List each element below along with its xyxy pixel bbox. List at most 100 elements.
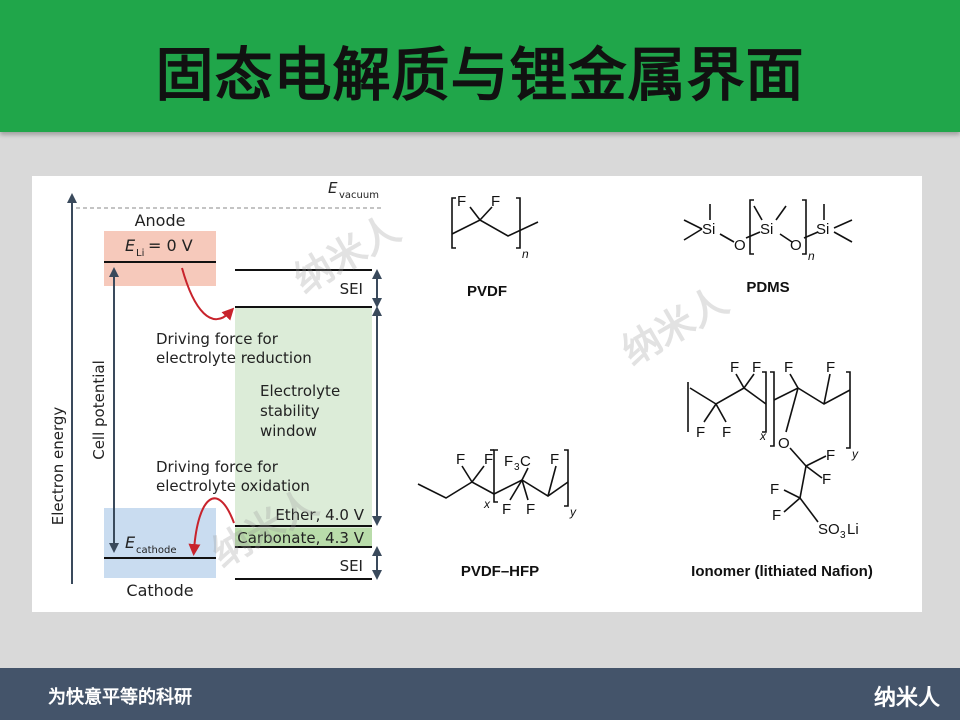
- pvdf-hfp-atom-f6: F: [526, 501, 535, 518]
- vacuum-level-symbol: E: [328, 179, 338, 197]
- pdms-bond-8: [779, 233, 793, 243]
- pvdf-bond-f1: [469, 206, 481, 221]
- nafion-structure: [687, 371, 851, 523]
- anode-energy-subscript: Li: [136, 248, 144, 259]
- pvdf-hfp-atom-c: C: [520, 453, 531, 470]
- nafion-caption: Ionomer (lithiated Nafion): [691, 563, 873, 580]
- stability-window-box: [235, 307, 372, 547]
- pvdf-caption: PVDF: [467, 283, 507, 300]
- pvdf-bond-f2: [479, 206, 493, 221]
- pdms-subscript: n: [808, 249, 815, 263]
- pdms-bond-6: [753, 205, 763, 221]
- oxidation-line-1: Driving force for: [156, 458, 279, 476]
- reduction-line-2: electrolyte reduction: [156, 349, 312, 367]
- pvdf-hfp-bracket-mid-left: [493, 449, 498, 503]
- pdms-atom-si3: Si: [816, 221, 829, 238]
- nafion-subscript-x: x: [759, 429, 767, 443]
- nafion-atom-f2: F: [722, 424, 731, 441]
- energy-diagram: E vacuum Electron energy Anode E Li = 0 …: [49, 179, 382, 600]
- ether-label: Ether, 4.0 V: [275, 506, 364, 524]
- reduction-arrow: [181, 267, 235, 321]
- nafion-bond-o: [785, 387, 799, 433]
- pdms-caption: PDMS: [746, 279, 789, 296]
- oxidation-line-2: electrolyte oxidation: [156, 477, 310, 495]
- title-bar: 固态电解质与锂金属界面: [0, 0, 960, 132]
- window-line-1: Electrolyte: [260, 382, 340, 400]
- pdms-structure: [683, 199, 853, 255]
- window-line-3: window: [260, 422, 317, 440]
- nafion-atom-so: SO: [818, 521, 840, 538]
- nafion-bond-c-f1: [805, 455, 827, 467]
- footer-brand-logo: 纳米人: [873, 686, 940, 711]
- pvdf-atom-f2: F: [491, 193, 500, 210]
- pdms-bond-2: [683, 228, 703, 241]
- pvdf-structure: [451, 197, 539, 249]
- anode-energy-symbol: E: [125, 236, 136, 255]
- pdms-bond-4: [719, 233, 735, 243]
- nafion-bond-c2-f1: [783, 489, 801, 499]
- nafion-bond-c2-s: [799, 497, 819, 523]
- pvdf-hfp-structure: [417, 449, 569, 507]
- vacuum-level-subscript: vacuum: [339, 190, 379, 201]
- pvdf-atom-f1: F: [457, 193, 466, 210]
- cathode-label: Cathode: [126, 581, 193, 600]
- pdms-atom-o2: O: [790, 237, 802, 254]
- pvdf-hfp-atom-f5: F: [502, 501, 511, 518]
- pvdf-hfp-subscript-y: y: [569, 505, 577, 519]
- nafion-bond-o-c: [789, 447, 807, 467]
- pdms-atom-si2: Si: [760, 221, 773, 238]
- pdms-bond-11: [833, 219, 853, 229]
- footer-slogan: 为快意平等的科研: [48, 687, 192, 708]
- nafion-bond-f-ml: [789, 373, 799, 389]
- carbonate-label: Carbonate, 4.3 V: [237, 529, 364, 547]
- nafion-atom-f6: F: [826, 359, 835, 376]
- pvdf-chain: [451, 219, 539, 237]
- nafion-atom-f7: F: [826, 447, 835, 464]
- pvdf-hfp-bracket-right: [564, 449, 569, 507]
- nafion-atom-f10: F: [772, 507, 781, 524]
- carbonate-box: [235, 528, 372, 547]
- pvdf-bracket-right: [516, 197, 521, 249]
- pvdf-hfp-bond-f5: [521, 479, 529, 501]
- anode-label: Anode: [135, 211, 186, 230]
- cathode-box: [104, 508, 216, 578]
- anode-box: [104, 231, 216, 286]
- pvdf-hfp-bond-f2: [471, 465, 485, 483]
- nafion-bond-f-br: [715, 403, 727, 423]
- pdms-bond-12: [833, 231, 853, 243]
- oxidation-arrow: [188, 497, 235, 556]
- pdms-bond-7: [775, 205, 787, 221]
- nafion-bracket-r: [846, 371, 851, 449]
- nafion-bond-c-c: [799, 465, 807, 499]
- nafion-atom-f9: F: [770, 481, 779, 498]
- nafion-bond-f-tr: [743, 373, 755, 389]
- pvdf-hfp-atom-sub3: 3: [514, 462, 520, 473]
- pdms-bracket-right: [802, 199, 807, 255]
- nafion-bond-f-bl: [703, 403, 717, 423]
- reduction-line-1: Driving force for: [156, 330, 279, 348]
- footer-bar: 为快意平等的科研 纳米人: [0, 668, 960, 720]
- pvdf-hfp-atom-f4: F: [550, 451, 559, 468]
- nafion-atom-f4: F: [752, 359, 761, 376]
- pdms-bond-1: [683, 219, 703, 230]
- nafion-bond-f-mr: [823, 373, 831, 405]
- nafion-bond-f-tl: [735, 373, 745, 389]
- nafion-subscript-y: y: [851, 447, 859, 461]
- cathode-energy-symbol: E: [125, 533, 136, 552]
- figure-svg: E vacuum Electron energy Anode E Li = 0 …: [49, 179, 873, 600]
- window-line-2: stability: [260, 402, 320, 420]
- pvdf-hfp-bond-f3: [547, 465, 557, 497]
- pvdf-hfp-atom-f3c: F: [504, 453, 513, 470]
- pvdf-hfp-subscript-x: x: [483, 497, 491, 511]
- pdms-bond-5: [745, 231, 761, 239]
- nafion-chain-right: [773, 387, 851, 405]
- pvdf-hfp-atom-f1: F: [456, 451, 465, 468]
- pvdf-hfp-chain-right: [493, 479, 569, 497]
- watermark-2: 纳米人: [615, 279, 736, 374]
- nafion-bond-c-f2: [805, 465, 823, 479]
- pdms-atom-o1: O: [734, 237, 746, 254]
- figure-panel: E vacuum Electron energy Anode E Li = 0 …: [32, 176, 922, 612]
- cell-potential-label: Cell potential: [90, 360, 108, 460]
- energy-axis-label: Electron energy: [49, 407, 67, 526]
- anode-energy-value: = 0 V: [148, 236, 193, 255]
